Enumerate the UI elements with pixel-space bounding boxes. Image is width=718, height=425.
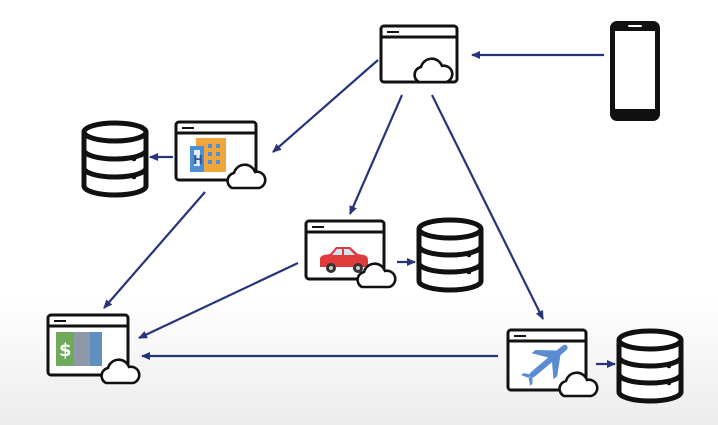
edge-hotel-to-payment — [103, 191, 206, 309]
database-icon[interactable] — [416, 217, 484, 293]
airplane-icon — [521, 344, 568, 386]
svg-text:H: H — [193, 153, 203, 167]
money-icon: $ — [56, 332, 102, 366]
hotel-service-node[interactable]: H — [174, 120, 267, 190]
payment-service-node[interactable]: $ — [46, 313, 141, 385]
car-icon — [320, 247, 368, 273]
hotel-icon: H — [190, 138, 226, 172]
cloud-icon — [356, 262, 397, 289]
edge-gateway-to-car — [348, 94, 404, 215]
cloud-icon — [100, 358, 141, 385]
cloud-icon — [558, 371, 599, 398]
car-service-node[interactable] — [304, 219, 397, 289]
flight-service-node[interactable] — [506, 328, 599, 398]
svg-text:$: $ — [59, 340, 72, 361]
cloud-icon — [226, 163, 267, 190]
smartphone-icon[interactable] — [610, 21, 660, 121]
database-icon[interactable] — [616, 328, 684, 404]
edge-gateway-to-hotel — [272, 59, 379, 153]
edge-gateway-to-flight — [431, 94, 544, 320]
edge-car-to-payment — [138, 262, 299, 339]
cloud-icon — [413, 57, 454, 84]
database-icon[interactable] — [81, 120, 149, 198]
api-gateway-node[interactable] — [379, 24, 459, 84]
edges — [103, 51, 616, 368]
